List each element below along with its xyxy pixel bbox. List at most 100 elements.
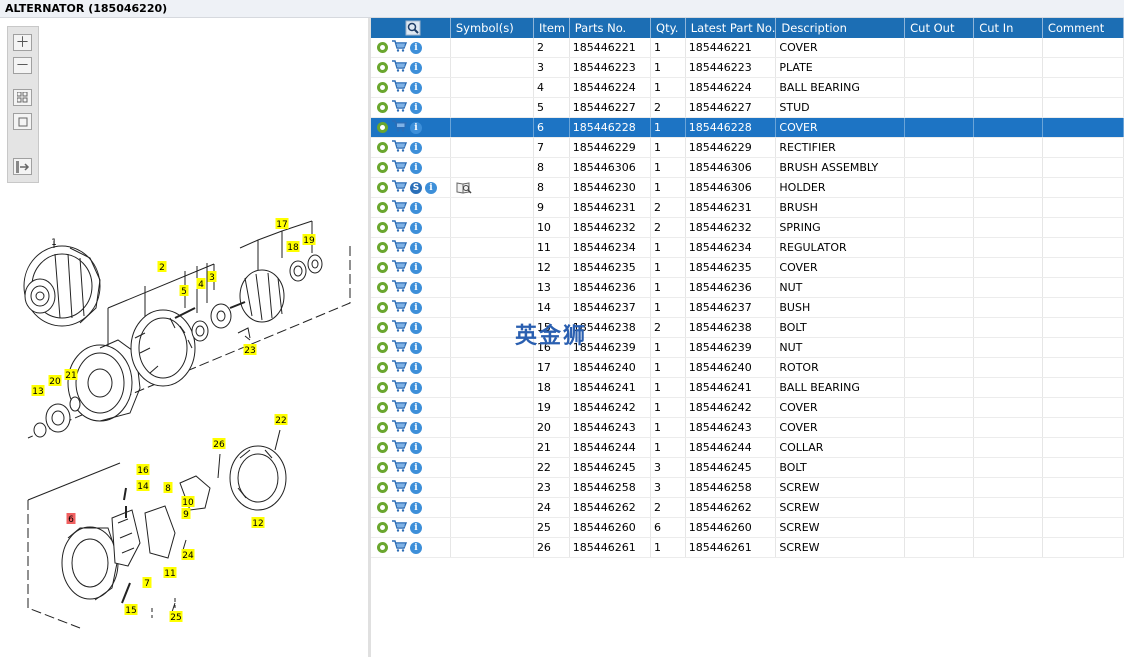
cell-description[interactable]: SCREW (775, 517, 906, 538)
cell-parts-no[interactable]: 185446236 (569, 277, 652, 298)
zoom-out-icon[interactable]: － (13, 57, 32, 74)
cell-qty[interactable]: 3 (650, 477, 686, 498)
cart-icon[interactable] (392, 400, 408, 415)
cart-icon[interactable] (392, 540, 408, 555)
cell-parts-no[interactable]: 185446223 (569, 57, 652, 78)
info-icon[interactable]: i (410, 121, 422, 134)
cell-symbols[interactable] (450, 117, 534, 138)
callout-24[interactable]: 24 (181, 549, 195, 561)
info-icon[interactable]: i (410, 421, 422, 434)
cell-item[interactable]: 5 (533, 97, 570, 118)
cell-description[interactable]: COLLAR (775, 437, 906, 458)
cell-qty[interactable]: 1 (650, 257, 686, 278)
cell-latest-part-no[interactable]: 185446229 (685, 137, 777, 158)
cell-parts-no[interactable]: 185446230 (569, 177, 652, 198)
cell-comment[interactable] (1042, 277, 1124, 298)
cell-item[interactable]: 9 (533, 197, 570, 218)
cart-icon[interactable] (392, 140, 408, 155)
cell-symbols[interactable] (450, 537, 534, 558)
cell-comment[interactable] (1042, 57, 1124, 78)
cell-comment[interactable] (1042, 437, 1124, 458)
gear-icon[interactable] (377, 222, 388, 233)
cell-cut-in[interactable] (973, 337, 1043, 358)
cell-description[interactable]: REGULATOR (775, 237, 906, 258)
gear-icon[interactable] (377, 462, 388, 473)
cell-cut-in[interactable] (973, 297, 1043, 318)
cell-cut-out[interactable] (904, 517, 975, 538)
cell-cut-in[interactable] (973, 377, 1043, 398)
cell-cut-in[interactable] (973, 277, 1043, 298)
cell-latest-part-no[interactable]: 185446223 (685, 57, 777, 78)
cell-parts-no[interactable]: 185446232 (569, 217, 652, 238)
cell-parts-no[interactable]: 185446234 (569, 237, 652, 258)
callout-19[interactable]: 19 (302, 234, 316, 246)
callout-20[interactable]: 20 (48, 375, 62, 387)
cell-qty[interactable]: 1 (650, 77, 686, 98)
cell-latest-part-no[interactable]: 185446221 (685, 38, 777, 58)
cell-cut-in[interactable] (973, 57, 1043, 78)
gear-icon[interactable] (377, 122, 388, 133)
cell-cut-out[interactable] (904, 297, 975, 318)
cell-cut-out[interactable] (904, 157, 975, 178)
cell-qty[interactable]: 3 (650, 457, 686, 478)
cell-parts-no[interactable]: 185446239 (569, 337, 652, 358)
cell-item[interactable]: 15 (533, 317, 570, 338)
cart-icon[interactable] (392, 80, 408, 95)
cell-symbols[interactable] (450, 237, 534, 258)
cell-cut-in[interactable] (973, 177, 1043, 198)
gear-icon[interactable] (377, 202, 388, 213)
callout-7[interactable]: 7 (142, 577, 152, 589)
cell-cut-out[interactable] (904, 277, 975, 298)
cell-cut-out[interactable] (904, 537, 975, 558)
cart-icon[interactable] (392, 300, 408, 315)
cell-parts-no[interactable]: 185446243 (569, 417, 652, 438)
panel-splitter[interactable] (368, 18, 371, 657)
cell-qty[interactable]: 1 (650, 437, 686, 458)
cart-icon[interactable] (392, 520, 408, 535)
callout-25[interactable]: 25 (169, 611, 183, 623)
cell-latest-part-no[interactable]: 185446242 (685, 397, 777, 418)
s-icon[interactable]: S (410, 181, 422, 194)
col-qty[interactable]: Qty. (650, 18, 686, 38)
cell-cut-out[interactable] (904, 497, 975, 518)
cart-icon[interactable] (392, 320, 408, 335)
info-icon[interactable]: i (410, 261, 422, 274)
callout-9[interactable]: 9 (181, 508, 191, 520)
export-icon[interactable] (13, 158, 32, 175)
cell-cut-out[interactable] (904, 477, 975, 498)
cell-cut-out[interactable] (904, 197, 975, 218)
cell-qty[interactable]: 2 (650, 317, 686, 338)
cell-parts-no[interactable]: 185446260 (569, 517, 652, 538)
cell-latest-part-no[interactable]: 185446228 (685, 117, 777, 138)
cell-comment[interactable] (1042, 377, 1124, 398)
cell-comment[interactable] (1042, 177, 1124, 198)
cell-description[interactable]: COVER (775, 117, 906, 138)
info-icon[interactable]: i (410, 301, 422, 314)
cell-cut-out[interactable] (904, 457, 975, 478)
cell-cut-in[interactable] (973, 137, 1043, 158)
cell-item[interactable]: 13 (533, 277, 570, 298)
cell-parts-no[interactable]: 185446235 (569, 257, 652, 278)
cell-cut-in[interactable] (973, 417, 1043, 438)
info-icon[interactable]: i (410, 461, 422, 474)
cell-item[interactable]: 22 (533, 457, 570, 478)
cell-parts-no[interactable]: 185446221 (569, 38, 652, 58)
callout-16[interactable]: 16 (136, 464, 150, 476)
cell-latest-part-no[interactable]: 185446224 (685, 77, 777, 98)
fit-all-icon[interactable] (13, 89, 32, 106)
gear-icon[interactable] (377, 242, 388, 253)
cell-latest-part-no[interactable]: 185446235 (685, 257, 777, 278)
cell-cut-in[interactable] (973, 317, 1043, 338)
cell-description[interactable]: COVER (775, 397, 906, 418)
cart-icon[interactable] (392, 40, 408, 55)
cart-icon[interactable] (392, 260, 408, 275)
cell-qty[interactable]: 1 (650, 137, 686, 158)
info-icon[interactable]: i (410, 281, 422, 294)
cell-item[interactable]: 19 (533, 397, 570, 418)
cell-latest-part-no[interactable]: 185446261 (685, 537, 777, 558)
cell-description[interactable]: ROTOR (775, 357, 906, 378)
